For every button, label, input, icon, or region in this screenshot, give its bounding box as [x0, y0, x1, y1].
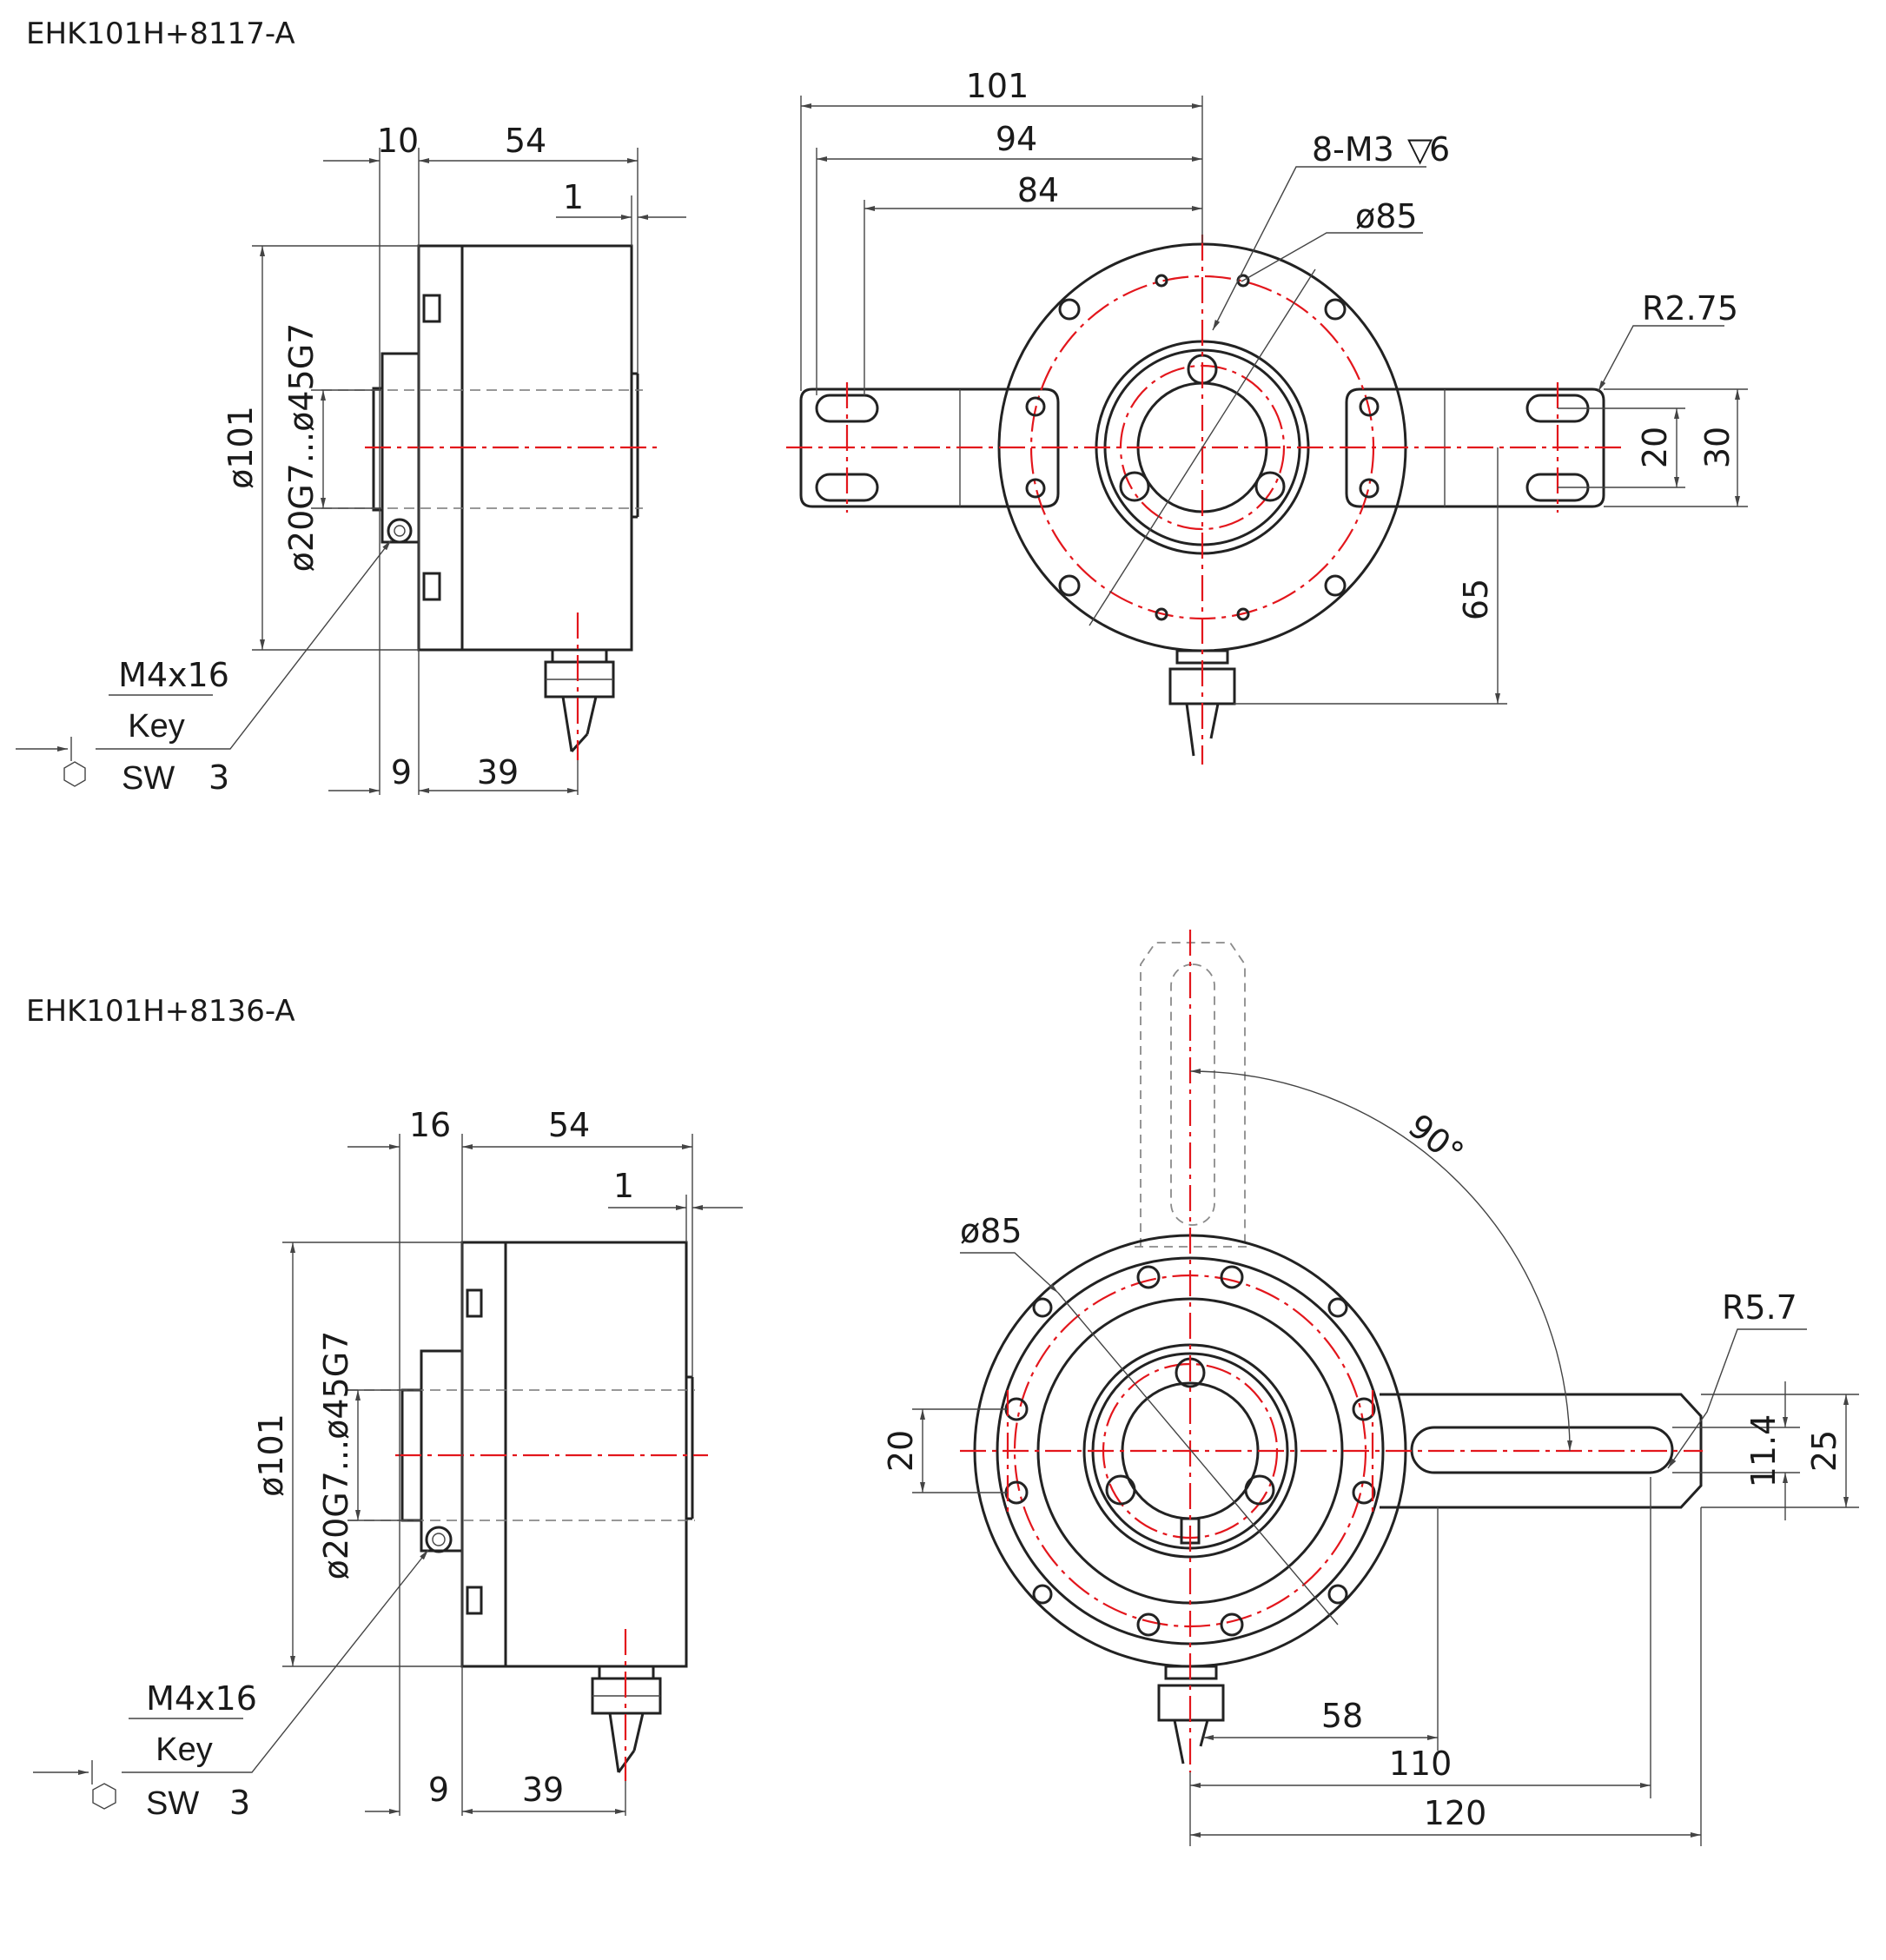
side-view-top: 10 54 1 ø101 ø20G7...ø45G7 9 39 M4x16 Ke… [16, 122, 686, 797]
dim-body-length-2: 54 [548, 1106, 590, 1144]
view-title-bottom: EHK101H+8136-A [26, 994, 295, 1029]
side-view-bottom: 16 54 1 ø101 ø20G7...ø45G7 9 39 M4x16 Ke… [33, 1106, 743, 1822]
pitch-diameter-2: ø85 [960, 1212, 1022, 1250]
sw-value: 3 [208, 758, 229, 797]
dim-width-mid: 94 [996, 120, 1037, 158]
dim-diameter: ø101 [222, 406, 260, 489]
sw-label: SW [122, 760, 175, 797]
dim-bore-2: ø20G7...ø45G7 [317, 1331, 355, 1580]
front-view-bottom: 90° ø85 R5.7 20 11.4 25 58 110 120 [882, 930, 1859, 1846]
dim-clamp-offset: 9 [391, 753, 412, 791]
dim-body-length: 54 [505, 122, 546, 160]
clamp-screw-head [387, 518, 413, 544]
dim-110: 110 [1389, 1745, 1453, 1783]
hex-key-icon [63, 761, 86, 787]
thread-depth: 6 [1429, 130, 1450, 169]
dim-flange-width: 10 [377, 122, 419, 160]
thread-depth-icon: ▽ [1407, 130, 1433, 169]
dim-width-inner: 84 [1017, 171, 1059, 209]
dim-width-outer: 101 [966, 67, 1029, 105]
rotation-angle: 90° [1401, 1107, 1471, 1173]
arm-rotated-position [1140, 942, 1246, 1247]
hex-key-icon-2 [92, 1783, 116, 1810]
key-label-2: Key [156, 1732, 212, 1768]
dim-cable-offset-2: 39 [522, 1771, 564, 1809]
dim-rear-offset: 1 [563, 178, 584, 216]
dim-hole-pitch: 20 [882, 1430, 920, 1472]
dim-slot-width: 11.4 [1744, 1414, 1783, 1488]
clamp-screw-head-2 [425, 1526, 453, 1553]
key-label: Key [128, 708, 184, 745]
screw-spec: M4x16 [118, 656, 229, 694]
dim-slot-pitch: 20 [1636, 427, 1674, 468]
front-view-top: 101 94 84 8-M3 ▽ 6 ø85 R2.75 20 30 65 [786, 67, 1748, 765]
dim-clamp-offset-2: 9 [428, 1771, 449, 1809]
sw-label-2: SW [146, 1785, 199, 1822]
dim-120: 120 [1424, 1794, 1487, 1832]
dim-bore: ø20G7...ø45G7 [282, 323, 321, 573]
view-title-top: EHK101H+8117-A [26, 17, 295, 51]
slot-radius: R2.75 [1642, 289, 1738, 328]
dim-flange-width-2: 16 [409, 1106, 451, 1144]
dim-58: 58 [1321, 1697, 1363, 1735]
thread-spec: 8-M3 [1312, 130, 1394, 169]
sw-value-2: 3 [229, 1784, 250, 1822]
dim-rear-offset-2: 1 [613, 1167, 634, 1205]
slot-radius-2: R5.7 [1722, 1288, 1797, 1327]
cable-gland [551, 648, 608, 664]
dim-diameter-2: ø101 [252, 1414, 290, 1497]
dim-cable-offset: 39 [477, 753, 519, 791]
dim-arm-height: 65 [1457, 579, 1495, 620]
pitch-diameter: ø85 [1355, 197, 1418, 235]
dim-arm-width-2: 25 [1805, 1430, 1843, 1472]
screw-spec-2: M4x16 [146, 1679, 257, 1718]
dim-arm-width: 30 [1698, 427, 1737, 468]
